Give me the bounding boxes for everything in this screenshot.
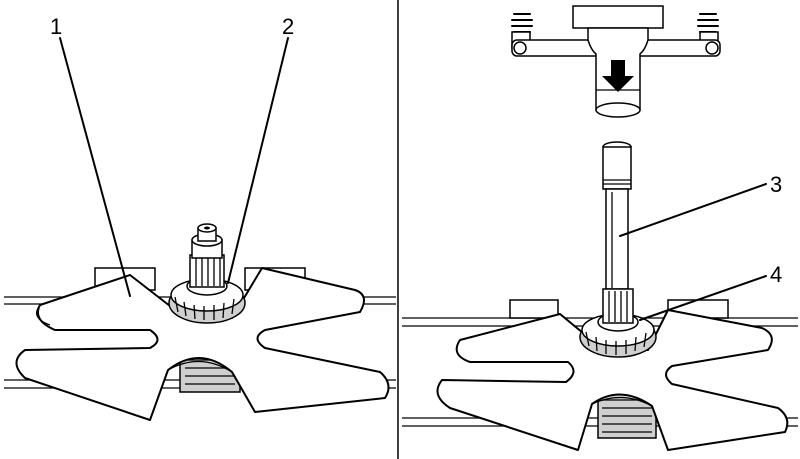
leader-line-4 — [639, 275, 767, 321]
leader-line-3 — [619, 183, 767, 237]
down-arrow-icon — [602, 60, 634, 92]
callout-2: 2 — [282, 14, 294, 39]
leader-line-1 — [59, 37, 131, 297]
press-tool — [511, 5, 721, 118]
right-panel: 3 4 — [402, 5, 798, 451]
support-plate-right — [436, 309, 789, 451]
callout-1: 1 — [50, 14, 62, 39]
installer-pin — [602, 141, 632, 290]
gear-assembly-right — [579, 288, 657, 358]
callout-3: 3 — [770, 172, 782, 197]
leader-line-2 — [227, 37, 289, 284]
callout-4: 4 — [770, 262, 782, 287]
gear-assembly-left — [168, 223, 246, 324]
left-panel: 1 2 — [4, 14, 396, 421]
support-plate — [15, 267, 390, 421]
